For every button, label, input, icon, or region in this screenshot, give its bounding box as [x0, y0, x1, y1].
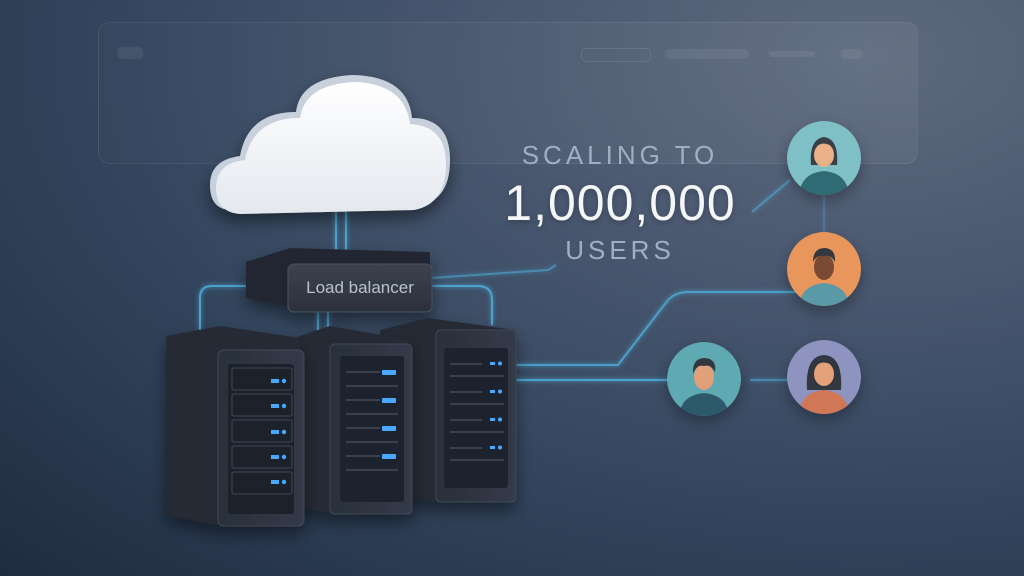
server-3: [380, 318, 517, 503]
user-avatar-man-orange: [787, 232, 861, 306]
background-window-frame: [98, 22, 918, 164]
headline: SCALING TO 1,000,000 USERS: [470, 140, 770, 266]
load-balancer-box: [246, 248, 433, 313]
user-avatar-woman-teal: [787, 121, 861, 195]
user-avatar-woman-lavender: [787, 340, 861, 414]
server-1: [166, 326, 305, 527]
ghost-nav-item: [665, 49, 749, 59]
cloud-icon: [210, 75, 450, 214]
woman-icon: [787, 121, 861, 195]
headline-post: USERS: [565, 235, 675, 265]
load-balancer-label: Load balancer: [306, 278, 414, 297]
woman-icon: [787, 340, 861, 414]
man-icon: [667, 342, 741, 416]
headline-number: 1,000,000: [504, 175, 736, 231]
ghost-nav-item: [841, 49, 863, 59]
user-avatar-man-teal: [667, 342, 741, 416]
ghost-search-bar: [581, 48, 651, 62]
headline-pre: SCALING TO: [521, 140, 719, 170]
ghost-logo: [117, 47, 143, 59]
server-2: [288, 326, 413, 515]
man-icon: [787, 232, 861, 306]
ghost-nav-item: [769, 51, 815, 57]
